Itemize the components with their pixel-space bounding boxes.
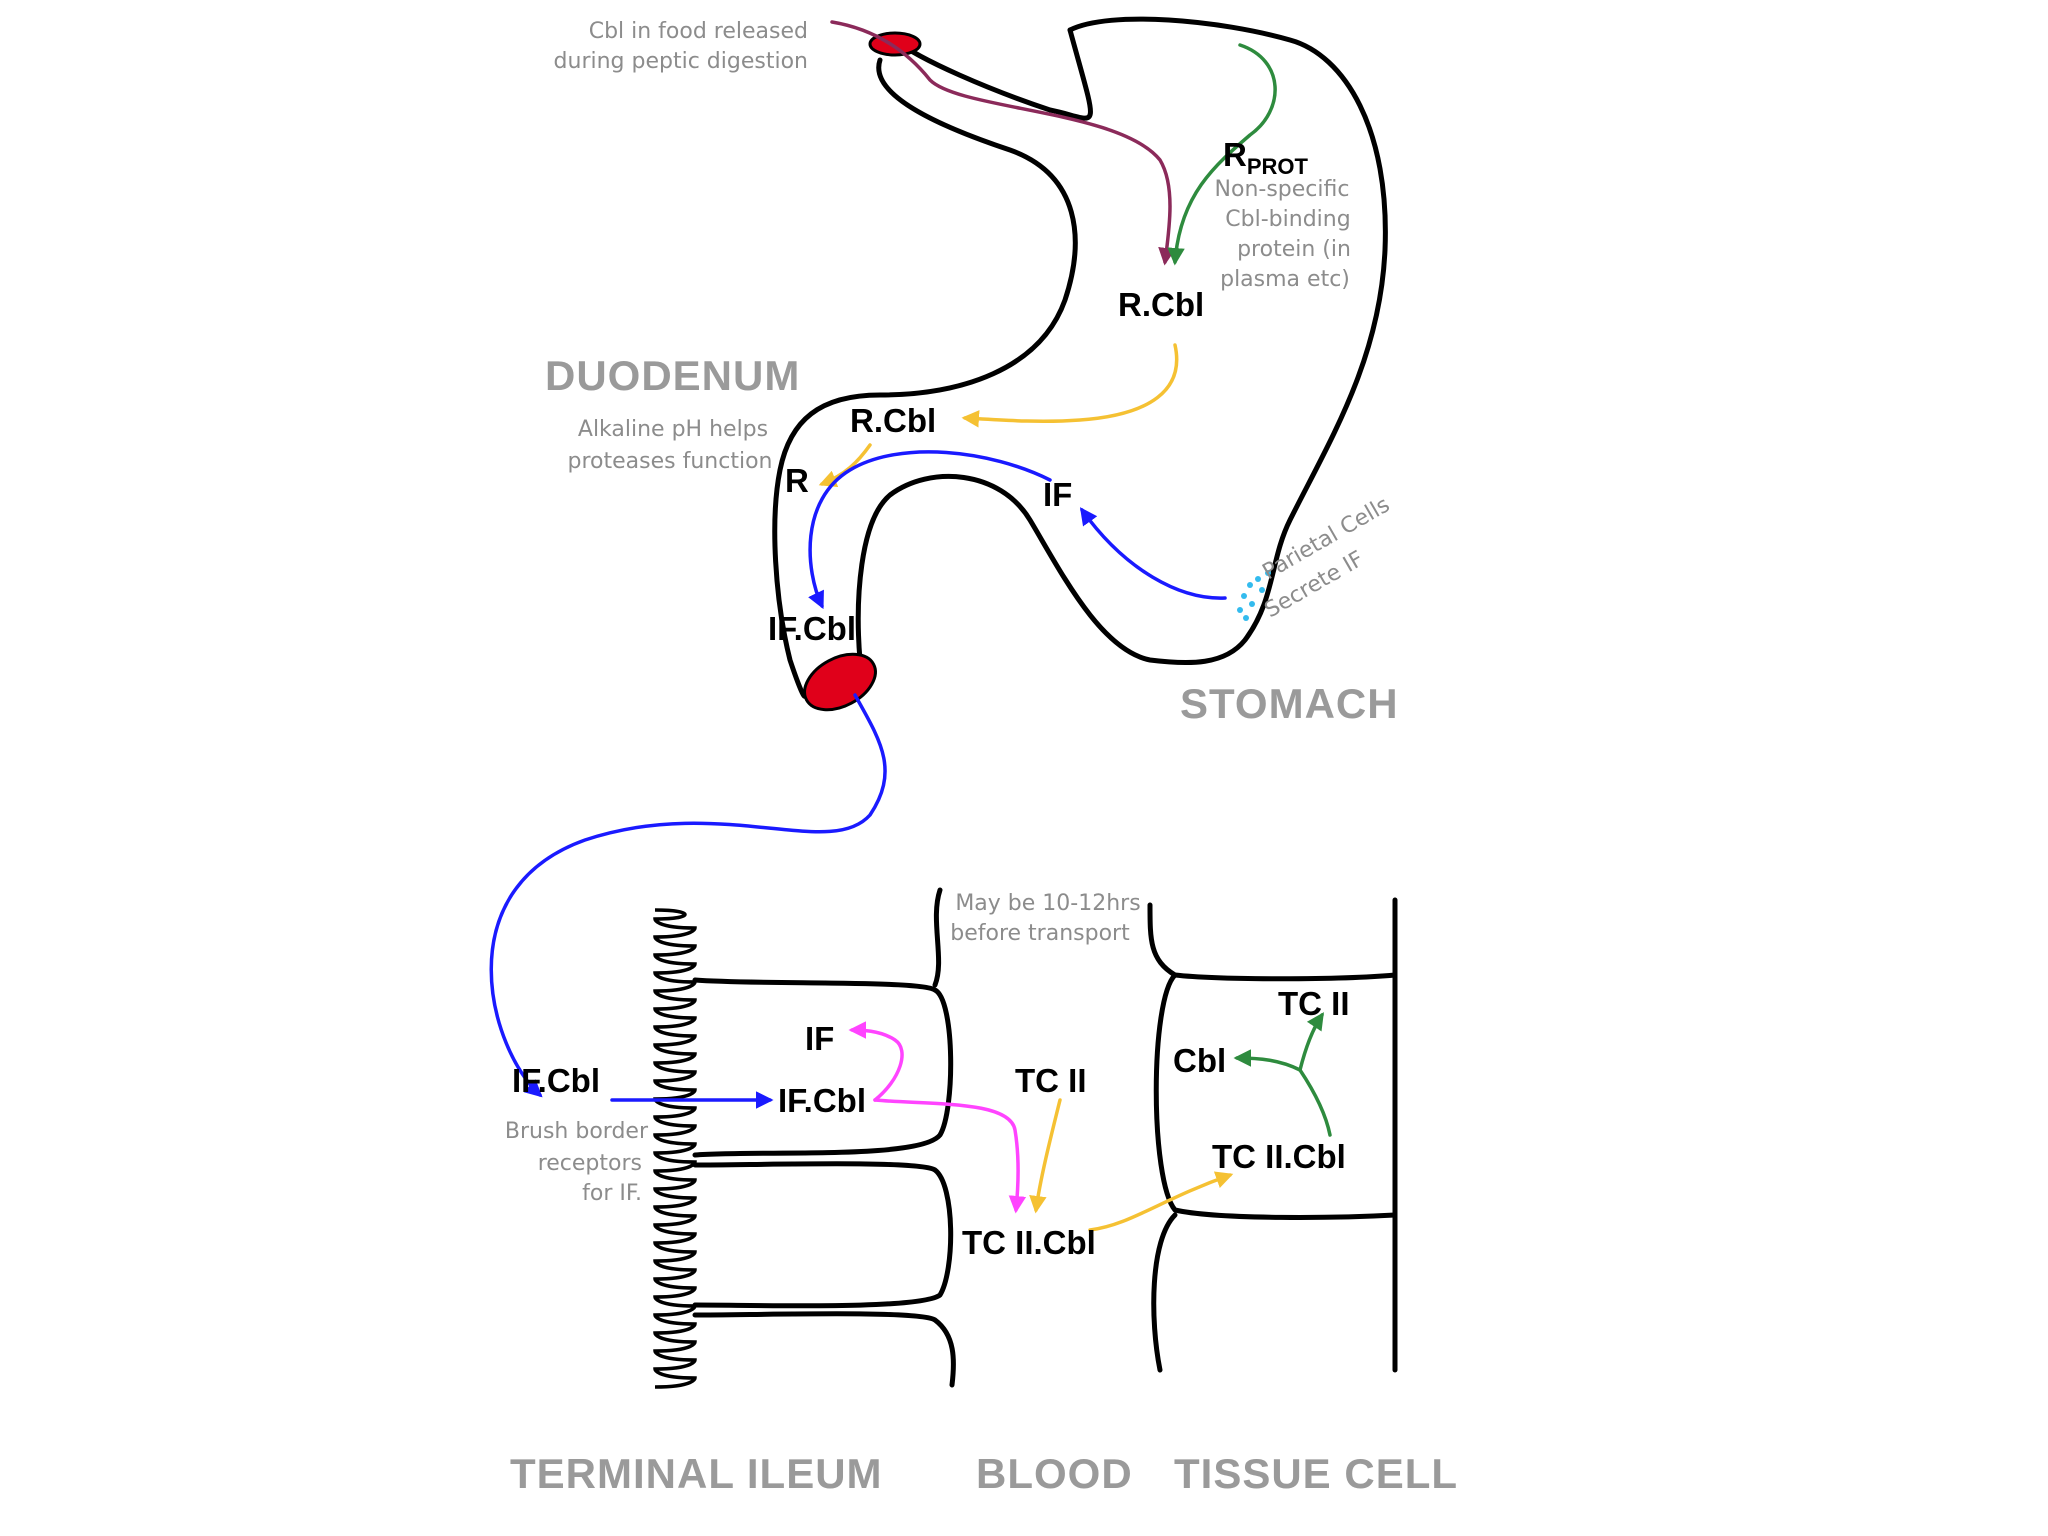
label-if-cbl-cell: IF.Cbl (778, 1082, 866, 1119)
label-if-cbl-duodenum: IF.Cbl (768, 610, 856, 647)
label-r-cbl-stomach: R.Cbl (1118, 286, 1204, 323)
label-tcii-tissue: TC II (1278, 985, 1350, 1022)
label-tcii-blood: TC II (1015, 1062, 1087, 1099)
label-cbl-tissue: Cbl (1173, 1042, 1226, 1079)
if-cbl-to-ileum-arrow (489, 693, 887, 1098)
region-terminal-ileum: TERMINAL ILEUM (510, 1450, 883, 1497)
label-r-prot: RPROT (1223, 136, 1309, 179)
label-if-stomach: IF (1043, 476, 1072, 513)
stomach-body-wall (855, 16, 1388, 666)
stomach-outer-wall (772, 57, 1078, 699)
tcii-free-arrow (1298, 1012, 1324, 1072)
label-r-prot-main: R (1223, 136, 1247, 173)
r-release-arrow (818, 443, 872, 488)
stomach-inner-wall (892, 27, 1093, 121)
tcii-binding-arrow (1029, 1098, 1062, 1214)
note-food-line2: during peptic digestion (554, 49, 808, 74)
region-tissue-cell: TISSUE CELL (1174, 1450, 1458, 1497)
tissue-cells (1147, 897, 1398, 1373)
label-tcii-cbl-blood: TC II.Cbl (962, 1224, 1096, 1261)
label-r-prot-sub: PROT (1247, 154, 1309, 179)
r-protein-arrow (1167, 43, 1277, 266)
brush-border-coil (653, 908, 697, 1389)
note-delay-line2: before transport (950, 921, 1130, 946)
note-food-line1: Cbl in food released (589, 19, 808, 44)
note-alkaline-line1: Alkaline pH helps (578, 417, 768, 442)
note-rprot-line1: Non-specific (1215, 177, 1350, 202)
note-alkaline-line2: proteases function (568, 449, 773, 474)
ileocecal-sphincter-icon (803, 652, 877, 712)
brush-border-icon (653, 908, 697, 1389)
note-rprot-line2: Cbl-binding (1225, 207, 1350, 232)
region-blood: BLOOD (976, 1450, 1133, 1497)
note-rprot-line4: plasma etc) (1220, 267, 1350, 292)
cbl-release-blood-arrow (873, 1098, 1027, 1214)
gut-outline (772, 16, 1388, 705)
if-recycle-arrow (848, 1021, 904, 1102)
r-cbl-transfer-arrow (961, 343, 1179, 428)
if-to-duodenum-arrow (808, 450, 1052, 610)
ileum-cells (692, 887, 956, 1388)
region-duodenum: DUODENUM (545, 352, 800, 399)
label-if-cbl-lumen: IF.Cbl (512, 1062, 600, 1099)
tissue-split-stem (1298, 1068, 1332, 1137)
label-if-cell: IF (805, 1020, 834, 1057)
cbl-free-arrow (1233, 1049, 1302, 1072)
tcii-cbl-transport-arrow (1088, 1171, 1234, 1232)
if-secretion-arrow (1079, 507, 1227, 600)
parietal-cells-icon (1237, 570, 1271, 621)
note-brush-line1: Brush border (505, 1119, 649, 1144)
label-tcii-cbl-tissue: TC II.Cbl (1212, 1138, 1346, 1175)
region-stomach: STOMACH (1180, 680, 1399, 727)
label-r-free: R (785, 462, 809, 499)
cbl-food-arrow (830, 20, 1176, 266)
note-delay-line1: May be 10-12hrs (955, 891, 1140, 916)
note-brush-line3: for IF. (582, 1181, 642, 1206)
label-r-cbl-duodenum: R.Cbl (850, 402, 936, 439)
note-rprot-line3: protein (in (1237, 237, 1351, 262)
note-brush-line2: receptors (538, 1151, 642, 1176)
